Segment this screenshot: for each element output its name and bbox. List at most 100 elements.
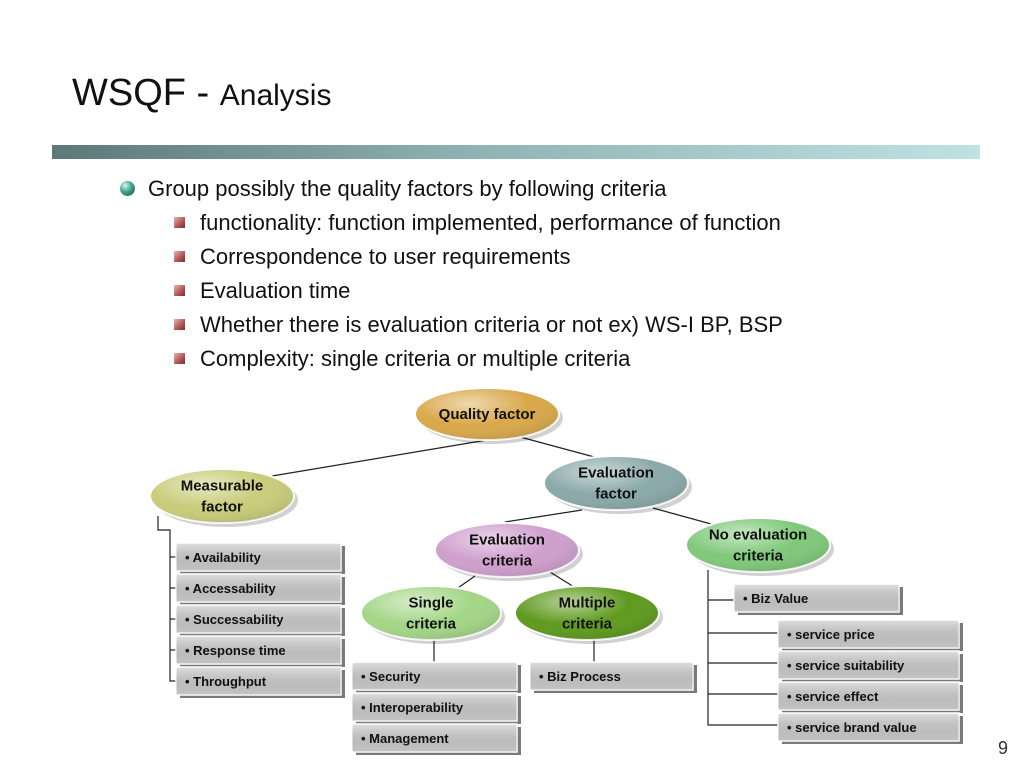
connector-quality-measurable	[271, 439, 488, 477]
sub-bullet: Correspondence to user requirements	[118, 240, 783, 274]
list-item-measurable: • Successability	[175, 604, 345, 636]
box-shine	[176, 543, 341, 571]
list-item-measurable: • Accessability	[175, 573, 345, 605]
bullet-list: Group possibly the quality factors by fo…	[118, 172, 783, 376]
bullet-orb-icon	[120, 181, 135, 196]
node-label: Quality factor	[439, 406, 536, 423]
node-shine	[515, 586, 659, 640]
box-shine	[176, 667, 341, 695]
node-label: factor	[201, 499, 243, 516]
list-item-service: • service price	[777, 619, 963, 651]
node-quality-factor: Quality factor	[414, 387, 563, 444]
title-divider	[52, 145, 980, 159]
node-ovals: Quality factorMeasurablefactorEvaluation…	[149, 387, 834, 644]
node-evaluation-factor: Evaluation factor	[543, 455, 692, 514]
sub-bullet-text: Evaluation time	[200, 278, 351, 303]
list-item-single: • Security	[351, 661, 521, 693]
node-label: Evaluation	[578, 465, 654, 482]
sub-bullet: Evaluation time	[118, 274, 783, 308]
node-label: criteria	[562, 616, 613, 633]
box-label: • service brand value	[787, 720, 917, 735]
connector-evaluation-criteria	[504, 509, 583, 523]
box-label: • Management	[361, 731, 449, 746]
node-evaluation-criteria: Evaluation criteria	[434, 522, 583, 581]
box-label: • service effect	[787, 689, 879, 704]
node-shine	[150, 469, 294, 523]
box-label: • Availability	[185, 550, 262, 565]
node-shine	[415, 388, 559, 440]
bullet-square-icon	[174, 285, 185, 296]
box-label: • Biz Process	[539, 669, 621, 684]
list-item-service: • service effect	[777, 681, 963, 713]
box-label: • Accessability	[185, 581, 277, 596]
node-shine	[435, 523, 579, 577]
box-shine	[176, 574, 341, 602]
box-label: • Successability	[185, 612, 284, 627]
list-item-no-eval: • Biz Value	[733, 583, 903, 615]
sub-bullet: functionality: function implemented, per…	[118, 206, 783, 240]
node-multiple-criteria: Multiple criteria	[514, 585, 663, 644]
bullet-square-icon	[174, 319, 185, 330]
bracket-no-evaluation	[707, 570, 780, 726]
list-item-single: • Interoperability	[351, 692, 521, 724]
node-shine	[544, 456, 688, 510]
box-label: • Response time	[185, 643, 286, 658]
connector-quality-evaluation	[508, 433, 599, 459]
box-shine	[176, 605, 341, 633]
title-sub: Analysis	[219, 79, 332, 112]
sub-bullet: Whether there is evaluation criteria or …	[118, 308, 783, 342]
box-shine	[352, 693, 517, 721]
bracket-measurable	[157, 516, 180, 682]
slide-title: WSQF - Analysis	[72, 72, 331, 115]
sub-bullet-text: Whether there is evaluation criteria or …	[200, 312, 783, 337]
node-shine	[686, 518, 830, 572]
sub-bullet-text: functionality: function implemented, per…	[200, 210, 781, 235]
list-item-multiple: • Biz Process	[529, 661, 697, 693]
box-label: • Interoperability	[361, 700, 464, 715]
bullet-main: Group possibly the quality factors by fo…	[118, 172, 783, 206]
node-single-criteria: Single criteria	[360, 585, 505, 644]
leaf-boxes: • Availability • Accessability • Successab…	[175, 542, 963, 755]
bullet-square-icon	[174, 251, 185, 262]
node-measurable-factor: Measurable factor	[149, 468, 298, 527]
box-shine	[530, 662, 693, 690]
box-shine	[352, 662, 517, 690]
list-item-measurable: • Throughput	[175, 666, 345, 698]
sub-bullet-text: Complexity: single criteria or multiple …	[200, 346, 631, 371]
list-item-measurable: • Availability	[175, 542, 345, 574]
bullet-square-icon	[174, 217, 185, 228]
list-item-single: • Management	[351, 723, 521, 755]
box-shine	[778, 713, 959, 741]
box-shine	[778, 651, 959, 679]
box-label: • Security	[361, 669, 421, 684]
page-number: 9	[998, 738, 1009, 758]
node-label: Measurable	[181, 478, 264, 495]
list-item-service: • service brand value	[777, 712, 963, 744]
node-label: Multiple	[559, 595, 616, 612]
connector-lines	[157, 433, 780, 726]
title-separator: -	[185, 72, 220, 114]
box-label: • Throughput	[185, 674, 267, 689]
node-label: criteria	[733, 548, 784, 565]
node-label: Evaluation	[469, 532, 545, 549]
box-shine	[734, 584, 899, 612]
node-label: factor	[595, 486, 637, 503]
node-label: criteria	[406, 616, 457, 633]
sub-bullet: Complexity: single criteria or multiple …	[118, 342, 783, 376]
box-label: • service price	[787, 627, 875, 642]
box-shine	[778, 682, 959, 710]
node-shine	[361, 586, 501, 640]
box-shine	[352, 724, 517, 752]
box-shine	[176, 636, 341, 664]
bullet-square-icon	[174, 353, 185, 364]
node-label: Single	[408, 595, 453, 612]
list-item-measurable: • Response time	[175, 635, 345, 667]
box-label: • Biz Value	[743, 591, 808, 606]
bullet-main-text: Group possibly the quality factors by fo…	[148, 176, 667, 201]
box-shine	[778, 620, 959, 648]
node-label: criteria	[482, 553, 533, 570]
list-item-service: • service suitability	[777, 650, 963, 682]
title-main: WSQF	[72, 72, 186, 114]
